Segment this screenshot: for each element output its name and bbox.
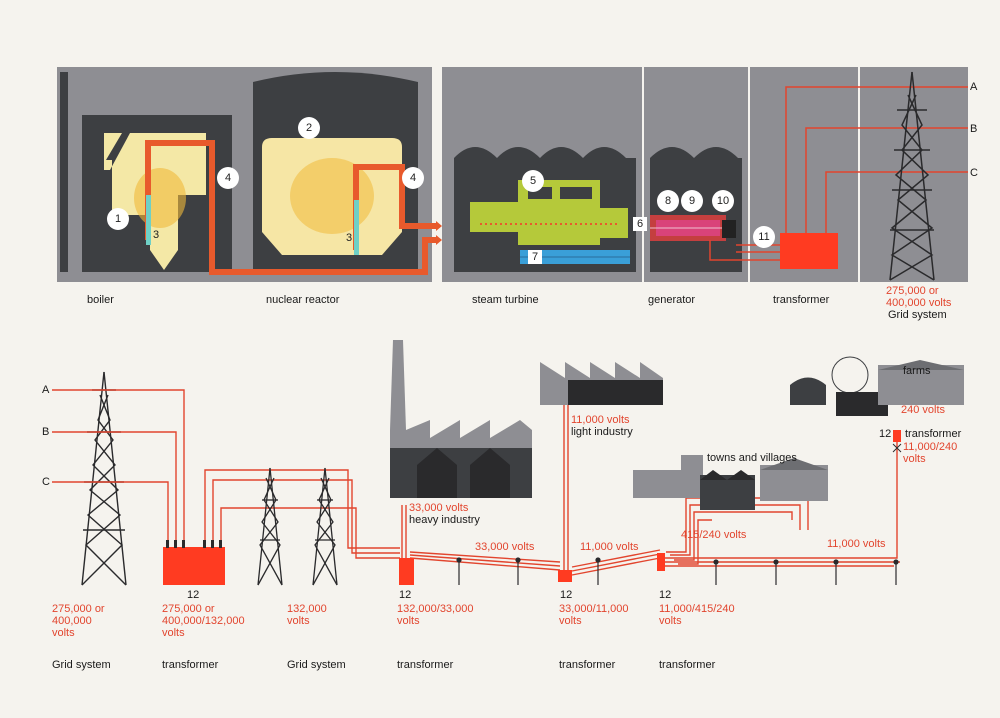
heavy-industry-label: heavy industry: [409, 514, 480, 526]
farms-label: farms: [903, 365, 931, 377]
voltage-transformer-4: 11,000/415/240 volts: [659, 603, 735, 627]
number-transformer-4: 12: [659, 589, 672, 601]
heavy-industry-voltage: 33,000 volts: [409, 502, 469, 514]
voltage-transformer-3: 33,000/11,000 volts: [559, 603, 629, 627]
transformer-33-11: [558, 570, 572, 582]
town-buildings: [633, 455, 828, 510]
top-pylon: [889, 71, 935, 281]
voltage-transformer-1: 275,000 or 400,000/132,000 volts: [162, 603, 245, 639]
label-boiler: boiler: [87, 294, 114, 306]
transformer-132-33: [399, 558, 414, 585]
farms-voltage: 240 volts: [901, 404, 946, 416]
chimney: [60, 72, 68, 272]
label-nuclear-reactor: nuclear reactor: [266, 294, 340, 306]
pole-transformer: [893, 430, 901, 442]
marker-3a: 3: [153, 229, 160, 241]
label-transformer-2: transformer: [397, 659, 454, 671]
phase-a-top: A: [970, 81, 978, 93]
label-transformer-4: transformer: [659, 659, 716, 671]
steam-pipe-reactor: [353, 164, 436, 250]
pylon-132kv-b: [312, 467, 338, 586]
grid-pylon-left: [81, 371, 127, 586]
marker-3b: 3: [346, 232, 353, 244]
label-grid-system-top: Grid system: [888, 309, 947, 321]
number-transformer-1: 12: [187, 589, 200, 601]
voltage-grid-left: 275,000 or 400,000 volts: [52, 603, 105, 639]
phase-b-top: B: [970, 123, 978, 135]
heavy-industry-building: [390, 340, 532, 498]
steam-pipe-boiler: [145, 140, 436, 275]
distribution-poles: [456, 557, 899, 585]
phase-b-bottom: B: [42, 426, 50, 438]
marker-5: 5: [522, 170, 544, 192]
farm-buildings: [790, 356, 964, 416]
marker-6: 6: [633, 217, 647, 231]
line-label-33000: 33,000 volts: [475, 541, 535, 553]
marker-4b: 4: [402, 167, 424, 189]
panel-grid: [860, 67, 968, 282]
grid-transformer: [163, 547, 225, 585]
phase-c-bottom: C: [42, 476, 50, 488]
marker-1: 1: [107, 208, 129, 230]
phase-c-top: C: [970, 167, 978, 179]
pole-transformer-number: 12: [879, 428, 892, 440]
voltage-transformer-2: 132,000/33,000 volts: [397, 603, 474, 627]
marker-7: 7: [528, 250, 542, 264]
label-grid-system-left: Grid system: [52, 659, 111, 671]
label-transformer-3: transformer: [559, 659, 616, 671]
pylon-132kv-a: [257, 467, 283, 586]
light-industry-building: [540, 362, 663, 405]
label-steam-turbine: steam turbine: [472, 294, 539, 306]
main-transformer: [780, 233, 838, 269]
phase-a-bottom: A: [42, 384, 50, 396]
marker-4a: 4: [217, 167, 239, 189]
line-label-11000-a: 11,000 volts: [580, 541, 639, 553]
marker-11: 11: [753, 226, 775, 248]
voltage-grid-132: 132,000 volts: [287, 603, 327, 627]
transformer-11-415: [657, 553, 665, 571]
marker-2: 2: [298, 117, 320, 139]
pole-transformer-label: transformer: [905, 428, 962, 440]
towns-label: towns and villages: [707, 452, 797, 464]
light-industry-voltage: 11,000 volts: [571, 414, 630, 426]
light-industry-label: light industry: [571, 426, 633, 438]
marker-10: 10: [712, 190, 734, 212]
label-transformer-1: transformer: [162, 659, 219, 671]
label-generator: generator: [648, 294, 696, 306]
line-label-11000-b: 11,000 volts: [827, 538, 886, 550]
marker-9: 9: [681, 190, 703, 212]
label-transformer-top: transformer: [773, 294, 830, 306]
pole-transformer-voltage: 11,000/240 volts: [903, 441, 958, 465]
towns-voltage: 415/240 volts: [681, 529, 747, 541]
marker-8: 8: [657, 190, 679, 212]
number-transformer-2: 12: [399, 589, 412, 601]
label-grid-voltage-top: 275,000 or 400,000 volts: [886, 285, 952, 309]
label-grid-system-132: Grid system: [287, 659, 346, 671]
number-transformer-3: 12: [560, 589, 573, 601]
